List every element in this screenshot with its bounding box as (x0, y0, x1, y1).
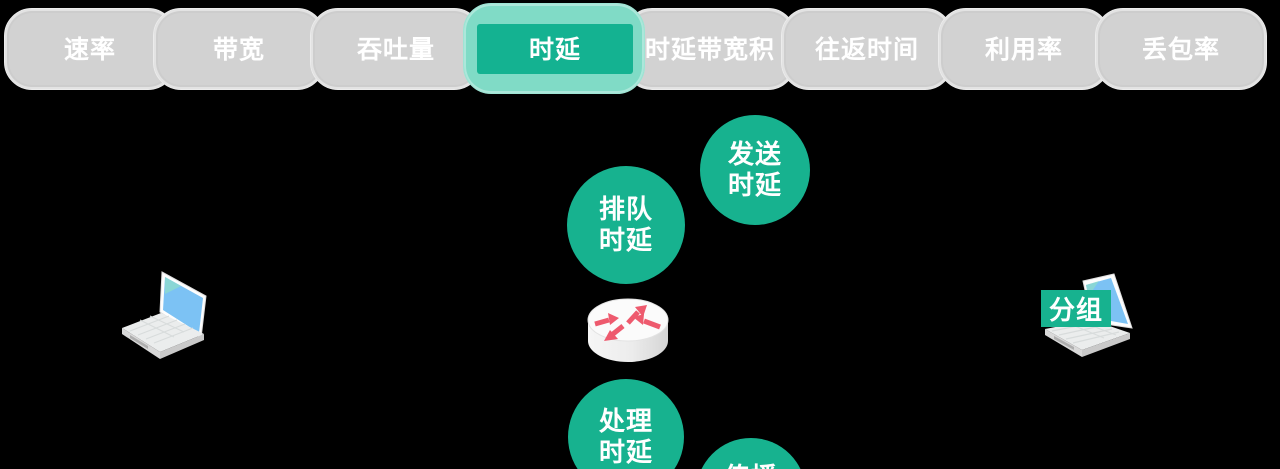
bubble-text-line2: 时延 (727, 170, 782, 200)
tab-label: 往返时间 (814, 35, 919, 64)
tab-delay[interactable]: 时延 (463, 3, 645, 94)
bubble-text-line1: 处理 (598, 406, 653, 436)
tab-packet-loss-rate[interactable]: 丢包率 (1095, 8, 1267, 90)
queuing-delay-bubble: 排队 时延 (567, 166, 685, 284)
metric-tabbar: 速率 带宽 吞吐量 时延 时延带宽积 往返时间 利用率 丢包率 (0, 0, 1280, 96)
propagation-delay-bubble: 传播 时延 (696, 438, 806, 469)
tab-bandwidth[interactable]: 带宽 (153, 8, 325, 90)
bubble-text-line1: 发送 (727, 139, 782, 169)
transmission-delay-bubble: 发送 时延 (700, 115, 810, 225)
tab-utilization[interactable]: 利用率 (938, 8, 1110, 90)
bubble-text-line1: 传播 (724, 462, 778, 469)
processing-delay-bubble: 处理 时延 (568, 379, 684, 469)
tab-label: 利用率 (984, 35, 1063, 64)
tab-delay-bandwidth-product[interactable]: 时延带宽积 (624, 8, 796, 90)
laptop-icon (118, 270, 216, 362)
tab-throughput[interactable]: 吞吐量 (310, 8, 482, 90)
tab-label: 吞吐量 (356, 35, 435, 64)
tab-label: 时延 (528, 35, 581, 64)
bubble-text-line2: 时延 (598, 225, 653, 255)
router-icon (586, 296, 670, 364)
tab-label: 丢包率 (1141, 35, 1220, 64)
packet-label: 分组 (1041, 290, 1111, 327)
tab-round-trip-time[interactable]: 往返时间 (781, 8, 953, 90)
tab-label: 带宽 (212, 35, 265, 64)
selected-tab-highlight: 时延 (477, 24, 633, 74)
tab-rate[interactable]: 速率 (4, 8, 176, 90)
bubble-text-line2: 时延 (598, 437, 653, 467)
tab-label: 速率 (63, 35, 116, 64)
tab-label: 时延带宽积 (644, 35, 775, 64)
bubble-text-line1: 排队 (598, 194, 653, 224)
